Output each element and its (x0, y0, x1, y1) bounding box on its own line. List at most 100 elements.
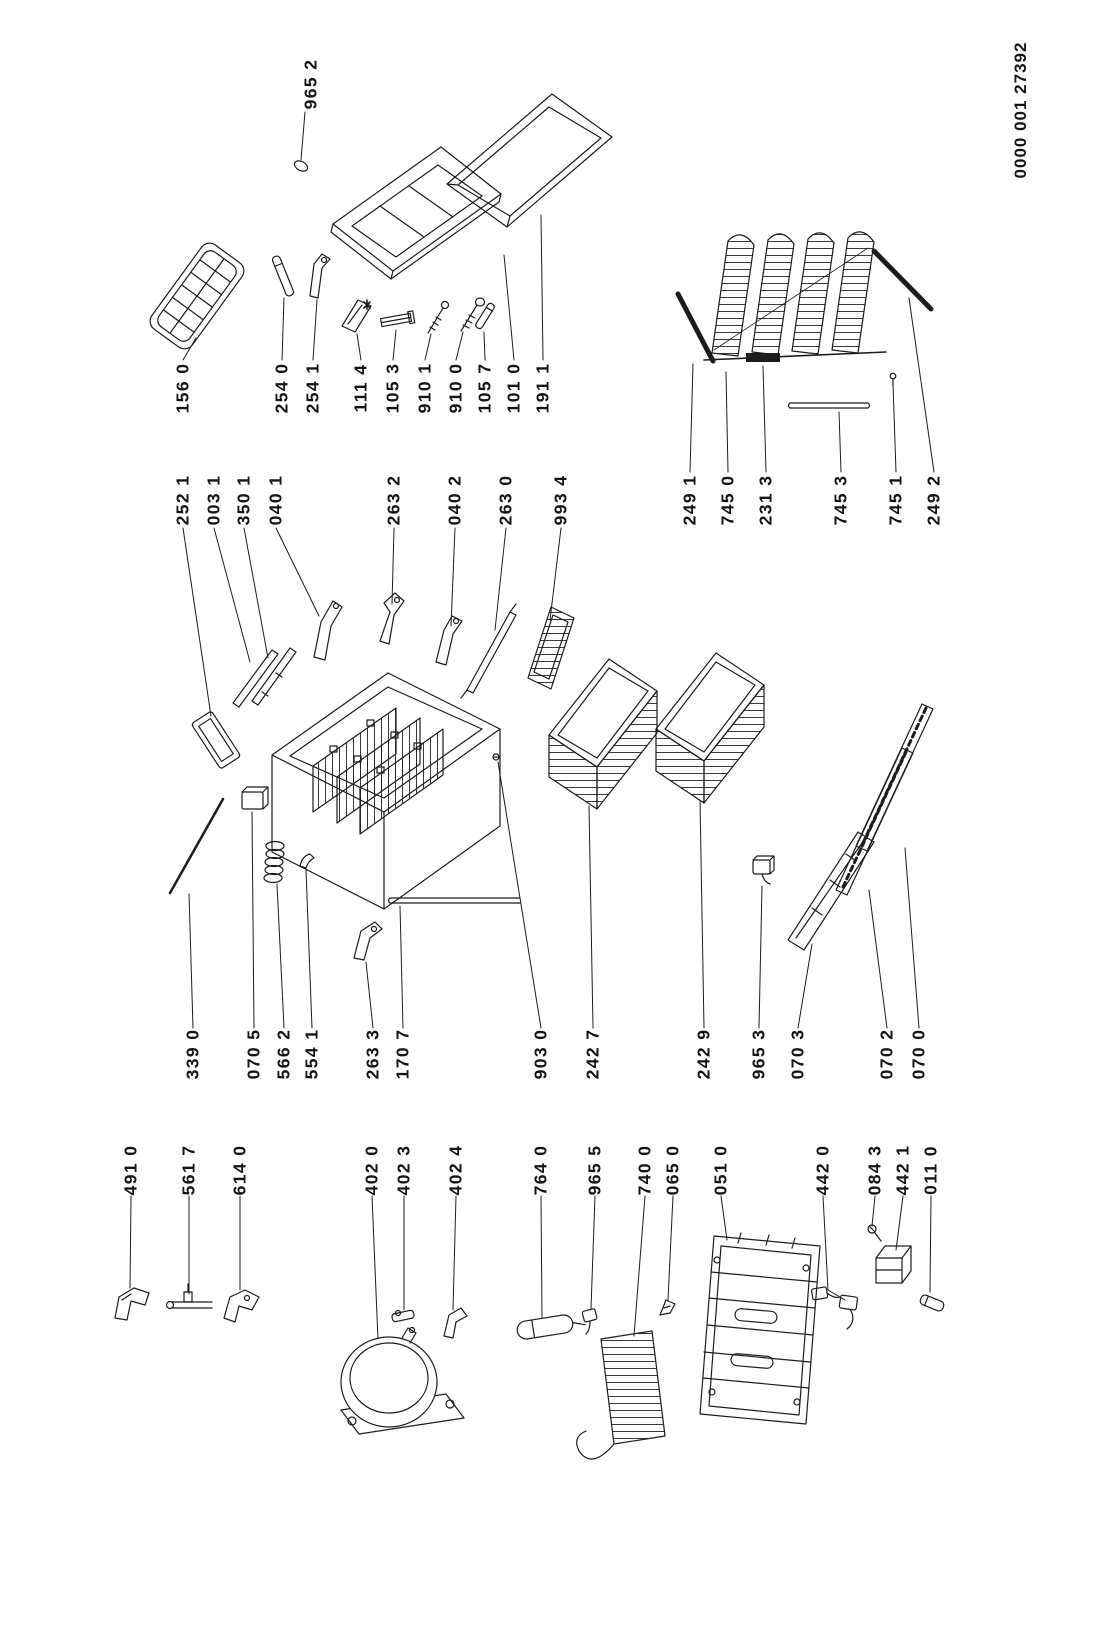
grommet-part (293, 160, 309, 172)
part-label-084-3: 084 3 (864, 1144, 885, 1196)
part-label-740-0: 740 0 (634, 1144, 655, 1196)
suction-rod-left-part (675, 291, 716, 364)
part-label-105-3: 105 3 (382, 362, 403, 414)
part-label-231-3: 231 3 (755, 474, 776, 526)
sensor-wires-part (810, 1286, 859, 1330)
part-label-242-7: 242 7 (582, 1028, 603, 1080)
part-label-040-2: 040 2 (444, 474, 465, 526)
part-label-254-0: 254 0 (271, 362, 292, 414)
part-label-070-5: 070 5 (243, 1028, 264, 1080)
mount-bracket-part (443, 1307, 468, 1339)
tube-part (387, 897, 521, 904)
part-label-065-0: 065 0 (662, 1144, 683, 1196)
document-number: 0000 001 27392 (1011, 41, 1030, 179)
compressor-part (340, 1326, 465, 1435)
capillary-tube-part (787, 402, 871, 409)
part-label-491-0: 491 0 (120, 1144, 141, 1196)
part-label-350-1: 350 1 (233, 474, 254, 526)
pin-part (475, 302, 495, 330)
hinge-middle-part (379, 592, 405, 645)
grommet-bracket-part (391, 1309, 415, 1323)
support-bracket-part (223, 1289, 260, 1323)
part-label-614-0: 614 0 (229, 1144, 250, 1196)
part-label-249-1: 249 1 (679, 474, 700, 526)
part-label-442-0: 442 0 (812, 1144, 833, 1196)
part-label-070-3: 070 3 (787, 1028, 808, 1080)
valve-assembly-part (165, 1283, 213, 1310)
mounting-bar-part (746, 353, 780, 362)
basket-right-part (655, 652, 765, 804)
part-label-101-0: 101 0 (503, 362, 524, 414)
clip-part (299, 853, 315, 869)
part-label-011-0: 011 0 (920, 1145, 941, 1195)
condenser-coil-part (576, 1330, 666, 1460)
hinge-block-part (241, 786, 269, 810)
part-label-249-2: 249 2 (923, 474, 944, 526)
foot-bracket-part (114, 1287, 150, 1321)
screw-base-part (867, 1224, 882, 1242)
part-label-745-3: 745 3 (830, 474, 851, 526)
hinge-right-part (435, 615, 463, 666)
base-tray-part (699, 1232, 821, 1425)
part-label-566-2: 566 2 (273, 1028, 294, 1080)
part-label-051-0: 051 0 (710, 1144, 731, 1196)
screw-part (460, 297, 486, 332)
screw-cabinet-part (492, 753, 500, 761)
part-label-402-3: 402 3 (393, 1144, 414, 1196)
hinge-top-left-part (313, 600, 343, 661)
part-label-554-1: 554 1 (301, 1028, 322, 1080)
part-label-252-1: 252 1 (172, 474, 193, 526)
bracket-lower-part (353, 921, 383, 961)
part-label-965-5: 965 5 (584, 1144, 605, 1196)
fixing-plate-part (191, 711, 241, 769)
rod-part (168, 797, 225, 895)
hinge-pin-part (309, 253, 331, 299)
part-label-402-4: 402 4 (445, 1144, 466, 1196)
part-label-910-0: 910 0 (445, 362, 466, 414)
part-label-040-1: 040 1 (265, 474, 286, 526)
part-label-764-0: 764 0 (530, 1144, 551, 1196)
part-label-111-4: 111 4 (350, 363, 371, 413)
part-label-070-0: 070 0 (908, 1028, 929, 1080)
part-label-156-0: 156 0 (172, 362, 193, 414)
spring-part (263, 840, 285, 884)
drier-filter-part (516, 1314, 586, 1340)
screw-tiny-part (889, 372, 897, 386)
part-label-745-0: 745 0 (717, 474, 738, 526)
heater-strip-outer-part (855, 703, 934, 852)
slide-rail-part (251, 647, 297, 706)
part-label-745-1: 745 1 (885, 474, 906, 526)
part-label-903-0: 903 0 (530, 1028, 551, 1080)
tube-clip-part (659, 1299, 676, 1316)
part-label-965-3: 965 3 (748, 1028, 769, 1080)
part-label-263-2: 263 2 (383, 474, 404, 526)
door-frame-part (330, 146, 502, 280)
part-label-263-3: 263 3 (362, 1028, 383, 1080)
trim-strip-part (271, 255, 295, 297)
part-label-339-0: 339 0 (182, 1028, 203, 1080)
thermostat-part (752, 855, 775, 885)
evaporator-coil-part (703, 231, 887, 361)
relay-box-part (875, 1245, 912, 1284)
part-label-910-1: 910 1 (414, 362, 435, 414)
screw-small-part (427, 300, 450, 334)
retainer-bar-part (379, 310, 416, 328)
trim-rail-part (232, 649, 279, 708)
part-label-003-1: 003 1 (203, 474, 224, 526)
grille-insert-part (527, 606, 575, 690)
part-label-965-2: 965 2 (300, 58, 321, 110)
cabinet-liner-part (271, 672, 501, 910)
relay-clip-part (581, 1308, 598, 1335)
part-label-070-2: 070 2 (876, 1028, 897, 1080)
basket-left-part (548, 658, 658, 810)
heater-strip-inner-part (835, 747, 914, 896)
part-label-993-4: 993 4 (550, 474, 571, 526)
part-label-105-7: 105 7 (474, 362, 495, 414)
bolt-part (919, 1294, 945, 1312)
glass-shelf-part (446, 93, 613, 228)
part-label-242-9: 242 9 (693, 1028, 714, 1080)
part-label-402-0: 402 0 (361, 1144, 382, 1196)
part-label-561-7: 561 7 (178, 1144, 199, 1196)
